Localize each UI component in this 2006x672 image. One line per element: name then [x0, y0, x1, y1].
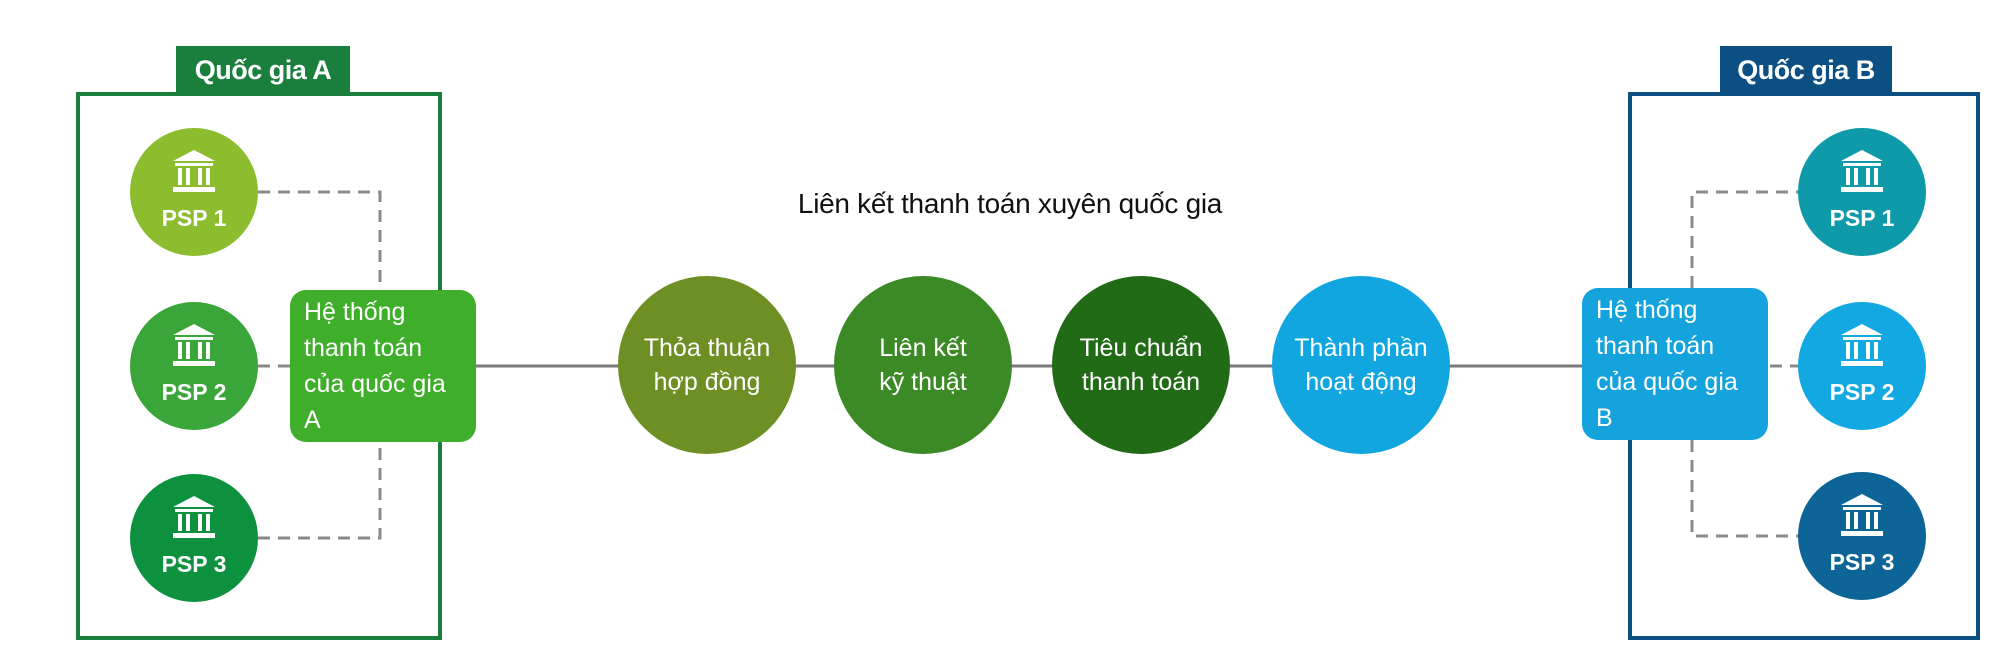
step-1-line2: hợp đồng — [653, 368, 761, 396]
psp-b2-label: PSP 2 — [1829, 378, 1895, 405]
country-b-payment-system: Hệ thống thanh toán của quốc gia B — [1582, 288, 1768, 440]
psp-b1-connector — [1690, 190, 1808, 292]
psp-a3-connector — [258, 440, 382, 540]
psp-a1-label: PSP 1 — [161, 204, 227, 231]
step-contract-agreement: Thỏa thuận hợp đồng — [618, 276, 796, 454]
system-b-line4: B — [1596, 404, 1613, 432]
psp-b1: PSP 1 — [1798, 128, 1926, 256]
step-4-line1: Thành phần — [1294, 334, 1428, 362]
step-4-line2: hoạt động — [1305, 368, 1417, 396]
system-a-line4: A — [304, 406, 321, 434]
step-operational-components: Thành phần hoạt động — [1272, 276, 1450, 454]
bank-icon — [1841, 493, 1883, 536]
bank-icon — [173, 149, 215, 192]
psp-b3-label: PSP 3 — [1829, 548, 1895, 575]
system-b-line3: của quốc gia — [1596, 368, 1738, 396]
psp-a3: PSP 3 — [130, 474, 258, 602]
psp-a1: PSP 1 — [130, 128, 258, 256]
bank-icon — [173, 495, 215, 538]
bank-icon — [1841, 149, 1883, 192]
country-b-label: Quốc gia B — [1737, 54, 1875, 85]
psp-a2: PSP 2 — [130, 302, 258, 430]
system-b-line2: thanh toán — [1596, 332, 1715, 360]
country-a-tag: Quốc gia A — [176, 46, 350, 94]
system-b-line1: Hệ thống — [1596, 296, 1698, 324]
bank-icon — [1841, 323, 1883, 366]
psp-b1-label: PSP 1 — [1829, 204, 1895, 231]
system-a-line1: Hệ thống — [304, 298, 406, 326]
step-3-line2: thanh toán — [1081, 368, 1201, 396]
psp-b2: PSP 2 — [1798, 302, 1926, 430]
psp-b3-connector — [1690, 440, 1808, 538]
step-1-line1: Thỏa thuận — [643, 334, 771, 362]
diagram-title: Liên kết thanh toán xuyên quốc gia — [797, 188, 1223, 219]
country-a-label: Quốc gia A — [194, 54, 332, 85]
system-a-line3: của quốc gia — [304, 370, 446, 398]
system-a-line2: thanh toán — [304, 334, 423, 362]
psp-b3: PSP 3 — [1798, 472, 1926, 600]
step-2-line1: Liên kết — [879, 334, 967, 362]
psp-a1-connector — [258, 190, 382, 300]
step-2-line2: kỹ thuật — [879, 368, 967, 396]
step-technical-link: Liên kết kỹ thuật — [834, 276, 1012, 454]
step-payment-standards: Tiêu chuẩn thanh toán — [1052, 276, 1230, 454]
step-3-line1: Tiêu chuẩn — [1079, 334, 1203, 362]
country-a-payment-system: Hệ thống thanh toán của quốc gia A — [290, 290, 476, 442]
country-b-tag: Quốc gia B — [1720, 46, 1892, 94]
bank-icon — [173, 323, 215, 366]
psp-a2-label: PSP 2 — [161, 378, 227, 405]
psp-a3-label: PSP 3 — [161, 550, 227, 577]
